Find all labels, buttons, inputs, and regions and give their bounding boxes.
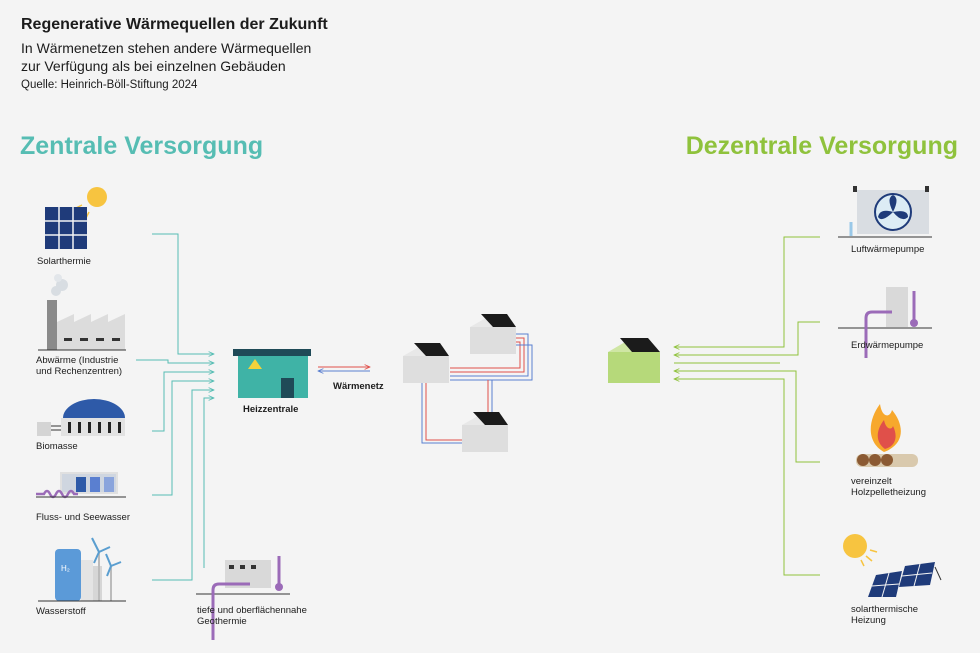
page-title: Regenerative Wärmequellen der Zukunft [21,16,328,33]
label-flusswasser: Fluss- und Seewasser [36,512,130,523]
water-heat-pump-icon [36,472,126,499]
biogas-plant-icon [37,399,125,436]
solar-collector-icon [868,562,942,598]
subtitle-line-2: zur Verfügung als bei einzelnen Gebäuden [21,58,286,74]
house-icon [403,343,449,383]
label-erdwaermepumpe: Erdwärmepumpe [851,340,924,351]
label-holzpellet-1: vereinzelt [851,476,892,487]
central-source-connectors [136,233,214,581]
solar-heating-icon [843,534,942,598]
h2-symbol: H₂ [61,564,70,573]
network-pipes [421,333,533,444]
geothermal-plant-icon [196,556,290,640]
header: Regenerative Wärmequellen der Zukunft In… [21,15,328,91]
label-wasserstoff: Wasserstoff [36,606,86,617]
heat-network-arrows [318,367,370,371]
central-supply-title: Zentrale Versorgung [20,132,264,160]
decentral-source-connectors [674,236,820,576]
wood-pellet-fire-icon [856,404,918,467]
air-heat-pump-icon [838,186,932,238]
house-icon [462,412,508,452]
label-abwaerme-2: und Rechenzentren) [36,366,123,377]
source-note: Quelle: Heinrich-Böll-Stiftung 2024 [21,79,198,91]
solar-panel-icon [45,187,107,249]
decentral-supply-title: Dezentrale Versorgung [685,132,958,160]
label-heizzentrale: Heizzentrale [243,404,299,415]
heating-plant-icon [233,349,311,398]
subtitle-line-1: In Wärmenetzen stehen andere Wärmequelle… [21,40,312,56]
label-geothermie-1: tiefe und oberflächennahe [197,605,307,616]
ground-heat-pump-icon [838,287,932,358]
hydrogen-wind-icon [38,537,126,602]
label-solarheizung-1: solarthermische [851,604,919,615]
label-holzpellet-2: Holzpelletheizung [851,487,926,498]
factory-icon [38,274,126,351]
label-solarthermie: Solarthermie [37,256,91,267]
label-biomasse: Biomasse [36,441,78,452]
label-geothermie-2: Geothermie [197,616,247,627]
label-waermenetz: Wärmenetz [333,381,384,392]
label-abwaerme-1: Abwärme (Industrie [36,355,119,366]
house-icon [470,314,516,354]
label-solarheizung-2: Heizung [851,615,886,626]
decentral-house-icon [608,338,660,383]
label-luftwaermepumpe: Luftwärmepumpe [851,244,925,255]
